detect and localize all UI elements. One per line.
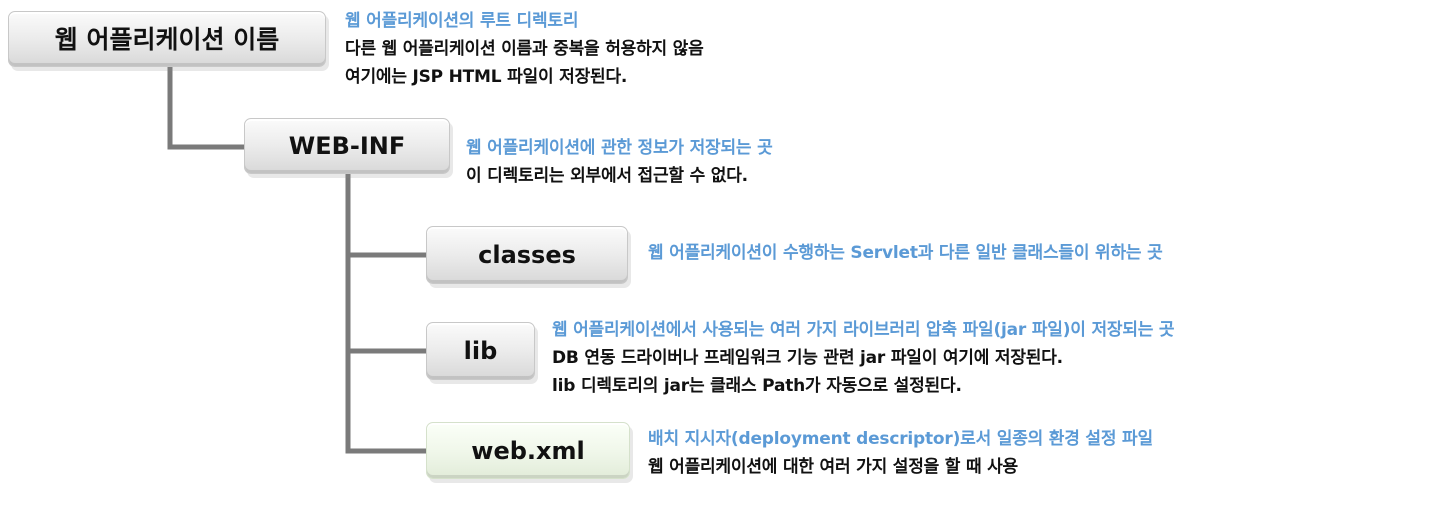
web-inf-description-line-2: 이 디렉토리는 외부에서 접근할 수 없다. xyxy=(466,166,748,186)
lib-label: lib xyxy=(463,337,498,365)
web-xml-description-line-1: 배치 지시자(deployment descriptor)로서 일종의 환경 설… xyxy=(648,429,1153,449)
classes-node: classes xyxy=(426,226,628,284)
lib-description-line-2: DB 연동 드라이버나 프레임워크 기능 관련 jar 파일이 여기에 저장된다… xyxy=(552,348,1063,368)
web-inf-label: WEB-INF xyxy=(288,132,406,160)
classes-description: 웹 어플리케이션이 수행하는 Servlet과 다른 일반 클래스들이 위하는 … xyxy=(648,239,1163,267)
web-xml-description: 배치 지시자(deployment descriptor)로서 일종의 환경 설… xyxy=(648,425,1153,481)
web-xml-description-line-2: 웹 어플리케이션에 대한 여러 가지 설정을 할 때 사용 xyxy=(648,457,1018,477)
lib-description: 웹 어플리케이션에서 사용되는 여러 가지 라이브러리 압축 파일(jar 파일… xyxy=(552,316,1175,400)
lib-description-line-1: 웹 어플리케이션에서 사용되는 여러 가지 라이브러리 압축 파일(jar 파일… xyxy=(552,320,1175,340)
lib-node: lib xyxy=(426,322,535,380)
root-description-line-1: 웹 어플리케이션의 루트 디렉토리 xyxy=(345,11,579,31)
web-inf-description-line-1: 웹 어플리케이션에 관한 정보가 저장되는 곳 xyxy=(466,138,773,158)
root-to-webinf-connector xyxy=(167,63,249,150)
web-xml-label: web.xml xyxy=(471,436,585,465)
root-directory-label: 웹 어플리케이션 이름 xyxy=(54,24,280,54)
lib-description-line-3: lib 디렉토리의 jar는 클래스 Path가 자동으로 설정된다. xyxy=(552,376,962,396)
web-inf-description: 웹 어플리케이션에 관한 정보가 저장되는 곳 이 디렉토리는 외부에서 접근할… xyxy=(466,134,773,190)
root-description: 웹 어플리케이션의 루트 디렉토리 다른 웹 어플리케이션 이름과 중복을 허용… xyxy=(345,7,704,91)
root-description-line-3: 여기에는 JSP HTML 파일이 저장된다. xyxy=(345,67,628,87)
web-xml-node: web.xml xyxy=(426,422,630,479)
root-directory-node: 웹 어플리케이션 이름 xyxy=(8,11,326,67)
root-description-line-2: 다른 웹 어플리케이션 이름과 중복을 허용하지 않음 xyxy=(345,39,704,59)
web-inf-node: WEB-INF xyxy=(244,118,450,174)
classes-label: classes xyxy=(478,241,576,269)
classes-description-line-1: 웹 어플리케이션이 수행하는 Servlet과 다른 일반 클래스들이 위하는 … xyxy=(648,243,1163,263)
